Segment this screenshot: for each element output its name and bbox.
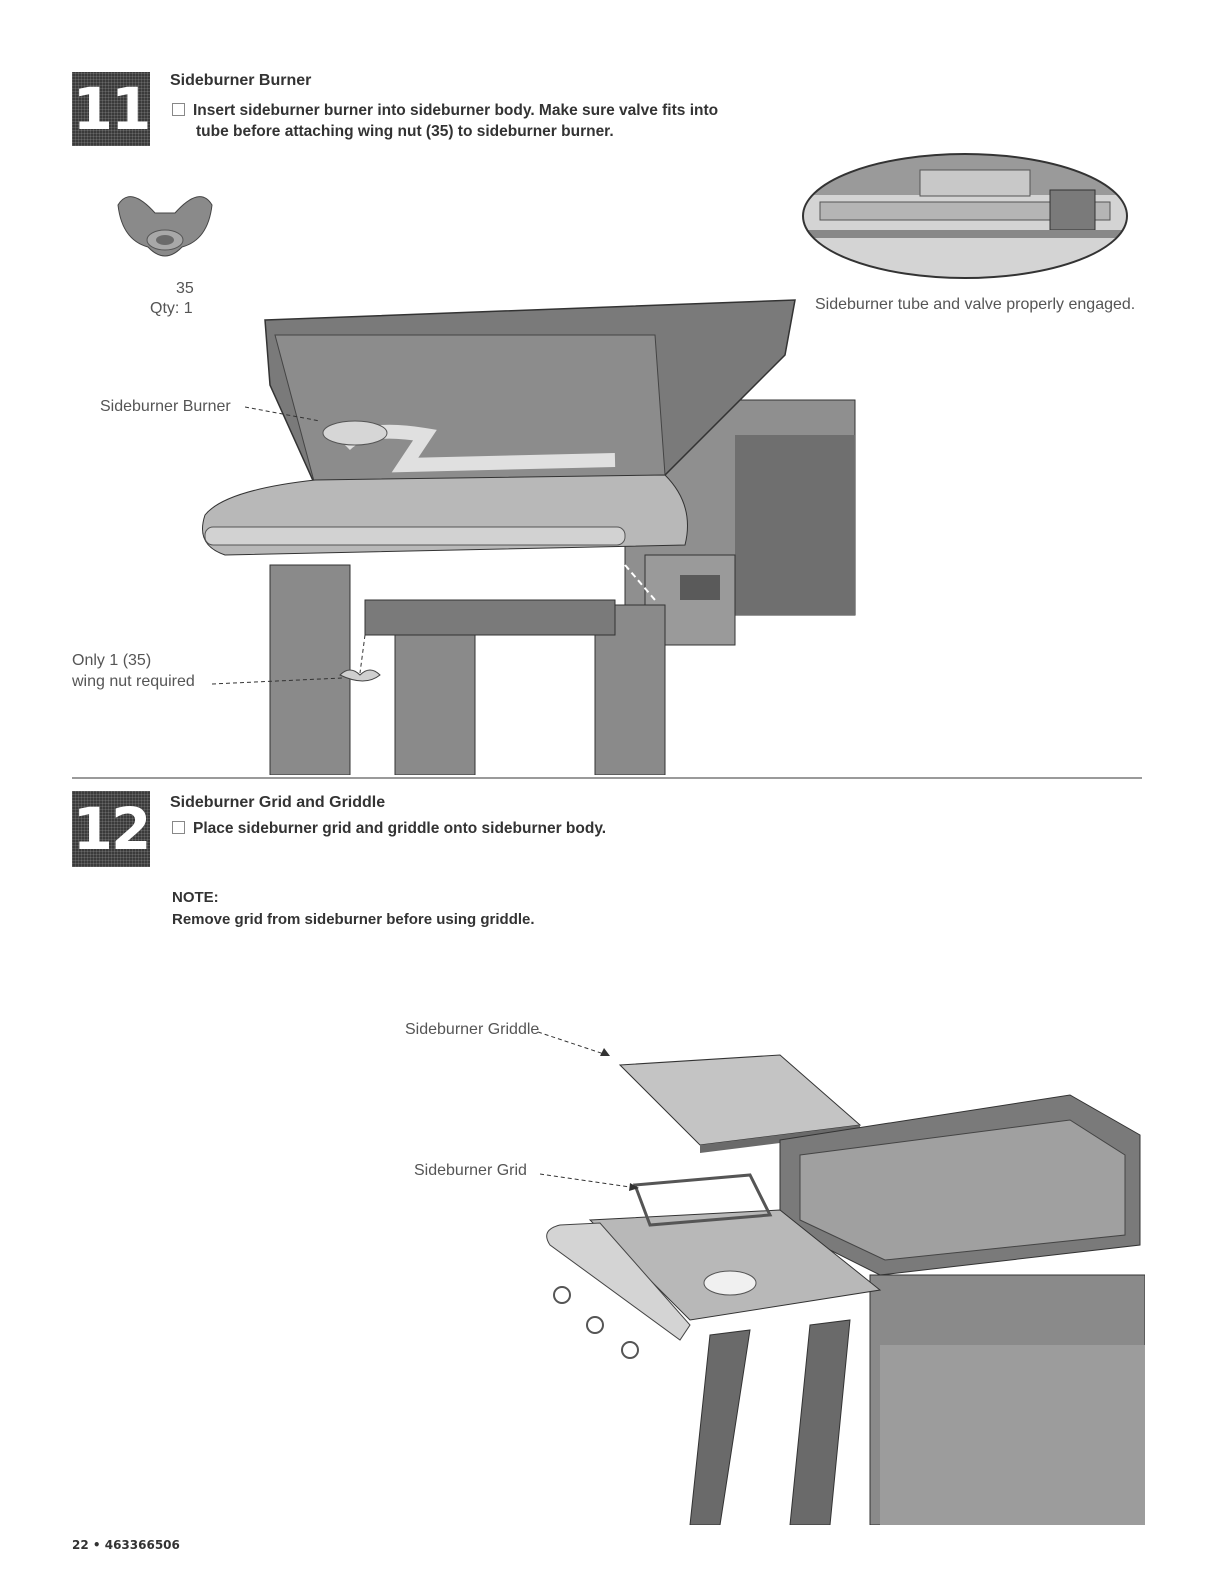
- part-qty-label: Qty: 1: [150, 300, 193, 317]
- inset-caption: Sideburner tube and valve properly engag…: [815, 296, 1136, 313]
- step-12-number: 12: [72, 795, 152, 863]
- step-11-instruction-line2: tube before attaching wing nut (35) to s…: [196, 123, 614, 140]
- step-11-number: 11: [72, 75, 152, 143]
- callout-leader-grid: [540, 1173, 639, 1191]
- callout-leader-burner: [245, 406, 321, 422]
- section-divider: [72, 777, 1142, 779]
- step-12-badge: 12: [72, 791, 152, 867]
- step-11-title: Sideburner Burner: [170, 72, 312, 89]
- checkbox-icon[interactable]: [172, 103, 185, 116]
- note-heading: NOTE:: [172, 889, 219, 906]
- inset-detail-illustration: [802, 153, 1128, 279]
- step-12-instruction: Place sideburner grid and griddle onto s…: [172, 818, 606, 839]
- step-11-instruction-line1: Insert sideburner burner into sideburner…: [193, 102, 719, 119]
- page-footer: 22 • 463366506: [72, 1538, 180, 1552]
- note-text: Remove grid from sideburner before using…: [172, 911, 535, 928]
- wing-nut-icon: [117, 196, 213, 257]
- callout-sideburner-griddle: Sideburner Griddle: [405, 1021, 540, 1038]
- step-12-grill-illustration: [546, 1054, 1145, 1525]
- step-11-badge: 11: [72, 72, 152, 146]
- callout-wingnut-line1: Only 1 (35): [72, 652, 152, 669]
- callout-leader-griddle: [538, 1031, 611, 1057]
- step-11-instruction: Insert sideburner burner into sideburner…: [172, 100, 718, 142]
- callout-sideburner-burner: Sideburner Burner: [100, 398, 231, 415]
- callout-wingnut-line2: wing nut required: [72, 673, 195, 690]
- step-12-instruction-text: Place sideburner grid and griddle onto s…: [193, 820, 607, 837]
- step-12-title: Sideburner Grid and Griddle: [170, 794, 386, 811]
- part-number-label: 35: [176, 280, 194, 297]
- callout-sideburner-grid: Sideburner Grid: [414, 1162, 527, 1179]
- step-11-grill-illustration: [202, 299, 856, 775]
- callout-leader-wingnut: [212, 677, 343, 685]
- checkbox-icon[interactable]: [172, 821, 185, 834]
